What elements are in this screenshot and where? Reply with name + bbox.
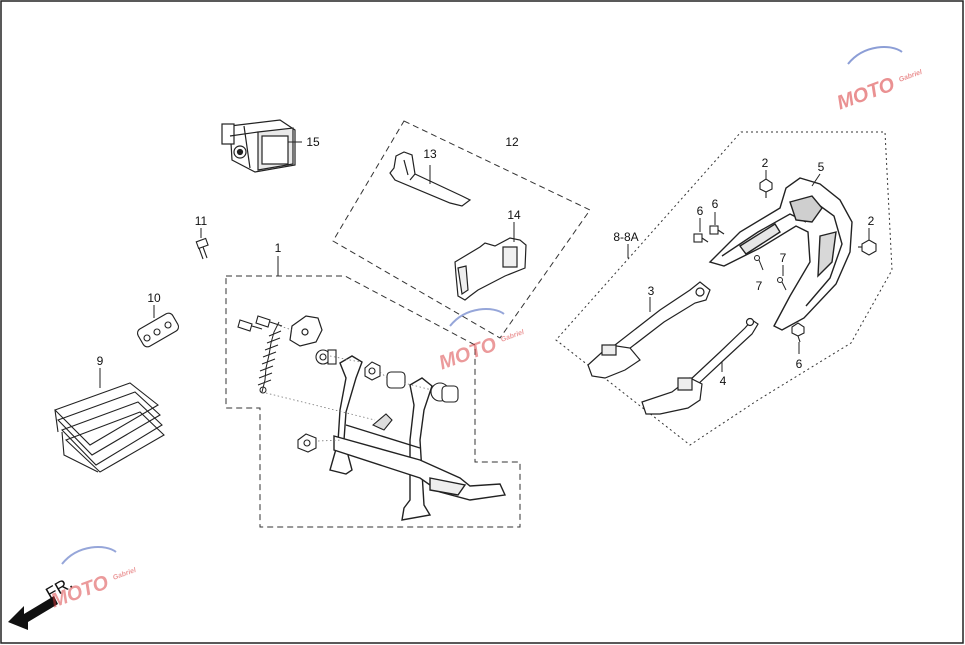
svg-text:Gabriel: Gabriel — [500, 329, 526, 344]
stay-bar-4 — [641, 317, 759, 415]
callout-6-mid: 6 — [712, 197, 719, 211]
callout-2-right: 2 — [868, 214, 875, 228]
stay-bar-3 — [587, 281, 711, 379]
callout-12: 12 — [505, 135, 519, 149]
bracket-14 — [454, 237, 527, 301]
bolt-6-mid — [709, 225, 725, 235]
group-1-outline — [225, 275, 521, 528]
bolt-7-right — [777, 277, 787, 291]
callout-14: 14 — [507, 208, 521, 222]
svg-text:MOTO: MOTO — [436, 333, 500, 374]
callout-6-left: 6 — [697, 204, 704, 218]
group-12-outline — [332, 120, 591, 339]
bolt-2-top — [759, 178, 773, 198]
watermark-logo-center: MOTO Gabriel — [436, 308, 526, 374]
callout-11: 11 — [195, 214, 208, 228]
stand-spring — [257, 321, 282, 394]
callout-13: 13 — [423, 147, 437, 161]
bolt-6-bottom — [791, 322, 805, 343]
stand-hook-plate — [289, 315, 323, 347]
stand-frame — [329, 355, 507, 521]
bracket-13 — [389, 151, 472, 207]
callout-3: 3 — [648, 284, 655, 298]
stand-assembly-lines — [265, 325, 433, 442]
abs-unit — [221, 119, 296, 173]
callout-10: 10 — [147, 291, 161, 305]
bolt-11 — [195, 237, 209, 260]
svg-text:Gabriel: Gabriel — [898, 69, 924, 84]
svg-text:Gabriel: Gabriel — [112, 567, 138, 582]
chain-link-10 — [136, 312, 180, 348]
group-8-8a-outline — [555, 131, 893, 446]
stand-bolts — [237, 315, 283, 332]
callout-4: 4 — [720, 374, 727, 388]
bolt-6-left — [693, 233, 709, 243]
callout-7-left: 7 — [756, 279, 763, 293]
callout-15: 15 — [306, 135, 320, 149]
callout-8-8a: 8-8A — [613, 230, 638, 244]
callout-5: 5 — [818, 160, 825, 174]
callout-9: 9 — [97, 354, 104, 368]
watermark-logo-top-right: MOTO Gabriel — [834, 46, 924, 114]
callout-6-bottom: 6 — [796, 357, 803, 371]
svg-text:MOTO: MOTO — [834, 73, 898, 114]
grab-rail-5 — [708, 177, 853, 331]
bolt-7-left — [754, 255, 764, 271]
callout-1: 1 — [275, 241, 282, 255]
callout-7-right: 7 — [780, 251, 787, 265]
drive-chain-9 — [53, 382, 165, 473]
stand-bushings — [297, 349, 459, 453]
callout-2-top: 2 — [762, 156, 769, 170]
bolt-2-right — [858, 239, 877, 256]
